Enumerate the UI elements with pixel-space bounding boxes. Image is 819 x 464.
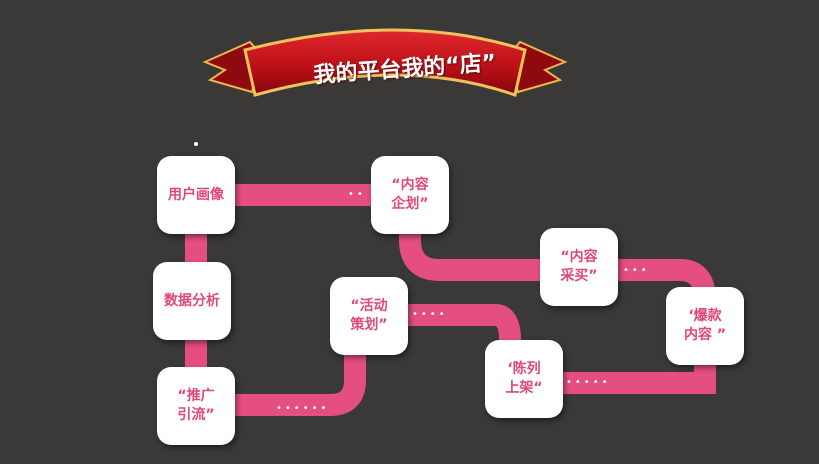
track-bottom bbox=[196, 315, 366, 416]
dots-5: •••••• bbox=[276, 403, 330, 414]
dots-1: •• bbox=[348, 189, 366, 200]
dots-2: ••• bbox=[623, 265, 650, 276]
node-content-planning: “内容 企划” bbox=[371, 156, 449, 234]
node-data-analysis: 数据分析 bbox=[153, 262, 231, 340]
node-listing: ‘陈列 上架“ bbox=[485, 340, 563, 418]
node-hot-content: ‘爆款 内容 ” bbox=[666, 287, 744, 365]
node-promotion: “推广 引流” bbox=[157, 367, 235, 445]
node-user-profile: 用户画像 bbox=[157, 156, 235, 234]
marker-dot bbox=[194, 142, 198, 146]
dots-3: •••• bbox=[412, 309, 448, 320]
ribbon-banner bbox=[202, 28, 568, 97]
track bbox=[185, 184, 716, 416]
node-content-purchase: “内容 采买” bbox=[540, 228, 618, 306]
dots-4: ••••• bbox=[566, 377, 611, 388]
node-event-planning: “活动 策划” bbox=[330, 277, 408, 355]
